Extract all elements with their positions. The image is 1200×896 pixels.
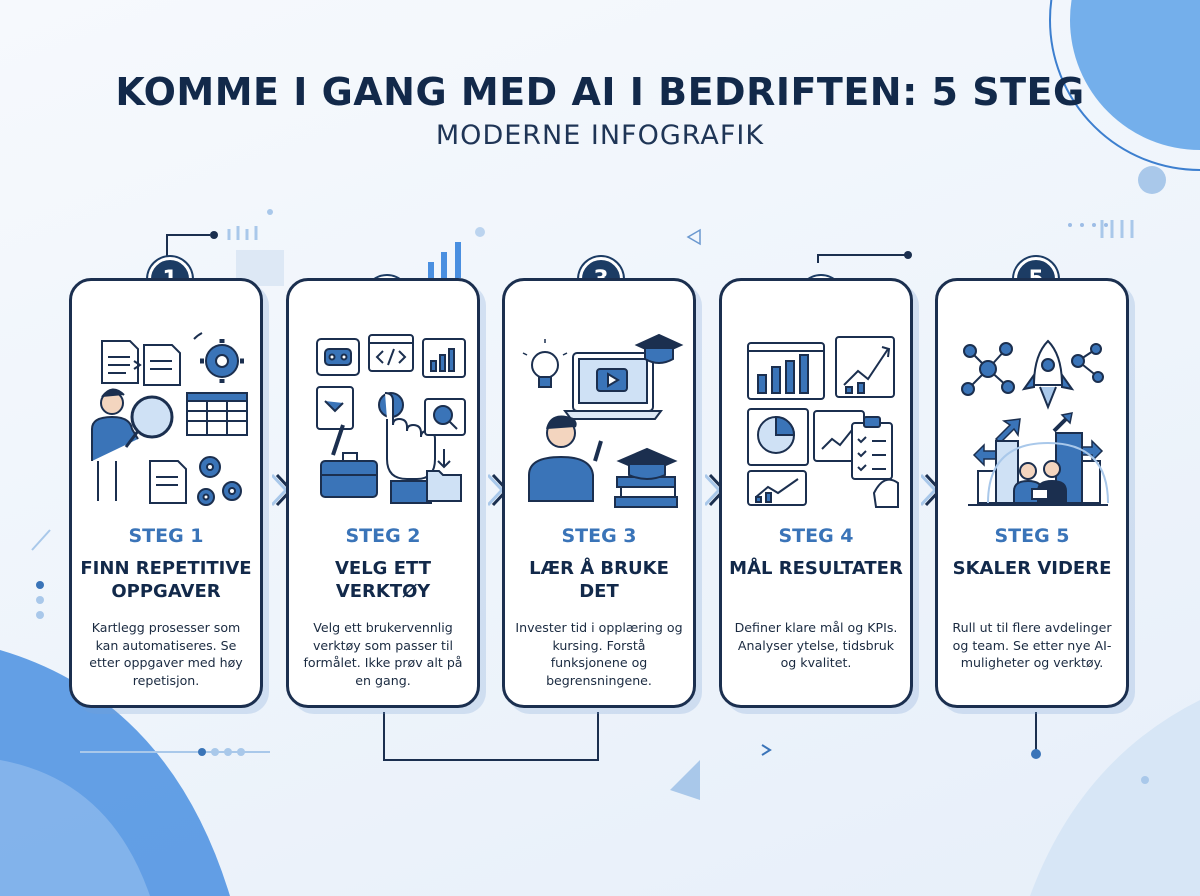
chart-icon xyxy=(422,338,466,378)
checklist-icon xyxy=(851,416,899,508)
pie-chart-icon xyxy=(747,408,809,466)
step-4-description: Definer klare mål og KPIs. Analyser ytel… xyxy=(734,620,898,670)
page-title: KOMME I GANG MED AI I BEDRIFTEN: 5 STEG xyxy=(115,70,1085,114)
step-2-title: VELG ETT VERKTØY xyxy=(334,558,431,602)
step-5-label: STEG 5 xyxy=(994,525,1070,547)
step-4-illustration xyxy=(747,336,899,508)
step-3-illustration xyxy=(522,333,684,508)
step-3-title: LÆR Å BRUKE DET xyxy=(529,558,669,602)
network-icon xyxy=(961,342,1015,396)
laptop-video-icon xyxy=(563,352,663,420)
trend-chart-icon xyxy=(835,336,895,398)
step-3-card: STEG 3 LÆR Å BRUKE DET Invester tid i op… xyxy=(502,278,696,708)
document-icon xyxy=(101,340,139,384)
step-2-label: STEG 2 xyxy=(345,525,421,547)
step-2-card: STEG 2 VELG ETT VERKTØY Velg ett brukerv… xyxy=(286,278,480,708)
step-1-card: STEG 1 FINN REPETITIVE OPPGAVER Kartlegg… xyxy=(69,278,263,708)
gear-icon xyxy=(200,339,244,383)
graduation-cap-icon xyxy=(634,333,684,364)
robot-icon xyxy=(316,338,360,376)
step-1-description: Kartlegg prosesser som kan automatiseres… xyxy=(89,620,243,688)
toolbox-icon xyxy=(320,424,378,498)
team-icon xyxy=(1013,460,1067,504)
arrows-icon xyxy=(972,412,1104,467)
table-icon xyxy=(186,392,248,436)
step-1-title: FINN REPETITIVE OPPGAVER xyxy=(80,558,252,602)
step-5-description: Rull ut til flere avdelinger og team. Se… xyxy=(952,620,1112,670)
step-3-label: STEG 3 xyxy=(561,525,637,547)
step-5-illustration xyxy=(961,339,1109,506)
person-icon xyxy=(528,415,603,502)
step-5-title: SKALER VIDERE xyxy=(952,558,1112,579)
step-1-illustration xyxy=(91,332,248,506)
books-icon xyxy=(614,447,678,508)
network-icon xyxy=(1071,343,1104,383)
code-icon xyxy=(368,334,414,372)
bar-chart-icon xyxy=(747,342,825,400)
rocket-icon xyxy=(1021,339,1075,410)
magnifier-icon xyxy=(124,395,174,448)
hand-pointer-icon xyxy=(378,392,436,504)
step-1-label: STEG 1 xyxy=(128,525,204,547)
step-2-description: Velg ett brukervennlig verktøy som passe… xyxy=(303,620,463,688)
lightbulb-icon xyxy=(522,339,568,388)
folder-icon xyxy=(426,449,462,502)
step-3-description: Invester tid i opplæring og kursing. For… xyxy=(515,620,683,688)
step-4-title: MÅL RESULTATER xyxy=(729,558,903,579)
step-4-label: STEG 4 xyxy=(778,525,854,547)
page-subtitle: MODERNE INFOGRAFIK xyxy=(435,120,765,151)
step-4-card: STEG 4 MÅL RESULTATER Definer klare mål … xyxy=(719,278,913,708)
step-2-illustration xyxy=(316,334,466,504)
person-icon xyxy=(91,388,139,501)
step-5-card: STEG 5 SKALER VIDERE Rull ut til flere a… xyxy=(935,278,1129,708)
